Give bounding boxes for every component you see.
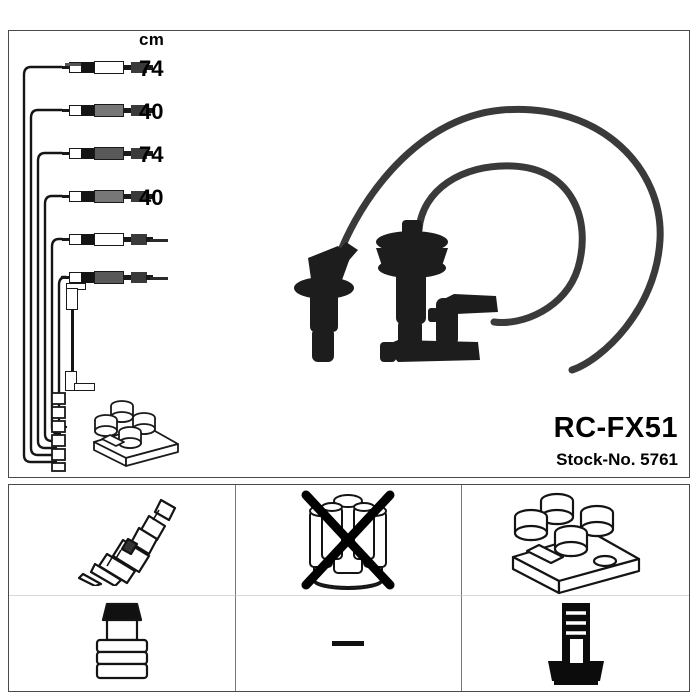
cable-length-4: 40 (139, 185, 164, 210)
cable-connector-3 (62, 147, 157, 160)
compatibility-grid (8, 484, 690, 692)
ignition-coil-pack-icon (511, 492, 640, 595)
rubber-boot-icon (95, 602, 148, 679)
cable-length-7-dash (65, 63, 81, 66)
cable-connector-7-elbow (56, 283, 96, 398)
cable-connector-5 (62, 233, 157, 246)
cross-out-mark (301, 490, 395, 590)
stock-number: Stock-No. 5761 (556, 450, 678, 469)
cable-length-5-dash (150, 239, 168, 242)
ignition-cable-assembly-illustration (294, 105, 664, 374)
cable-length-3: 74 (139, 142, 164, 167)
coil-pack-thumbnail-icon (93, 400, 179, 467)
cable-length-1: 74 (139, 56, 164, 81)
dash-mark (332, 641, 365, 646)
cable-connector-4 (62, 190, 157, 203)
grid-cell-not-applicable (236, 596, 463, 691)
cable-connector-1 (62, 61, 157, 74)
distributor-cap-crossed-icon (301, 490, 395, 590)
cable-length-6-dash (150, 277, 168, 280)
grid-cell-distributor-cap (235, 485, 463, 596)
cable-connector-6 (62, 271, 157, 284)
cable-length-2: 40 (139, 99, 164, 124)
product-name: RC-FX51 (553, 412, 678, 444)
grid-cell-ignition-coil (462, 485, 689, 596)
unit-header: cm (139, 30, 165, 49)
grid-cell-spark-plug (9, 485, 236, 596)
grid-cell-rubber-boot (9, 596, 236, 691)
cable-connector-2 (62, 104, 157, 117)
spark-plug-icon (77, 498, 176, 586)
grid-cell-coil-terminal (462, 596, 689, 691)
coil-terminal-icon (547, 602, 604, 685)
